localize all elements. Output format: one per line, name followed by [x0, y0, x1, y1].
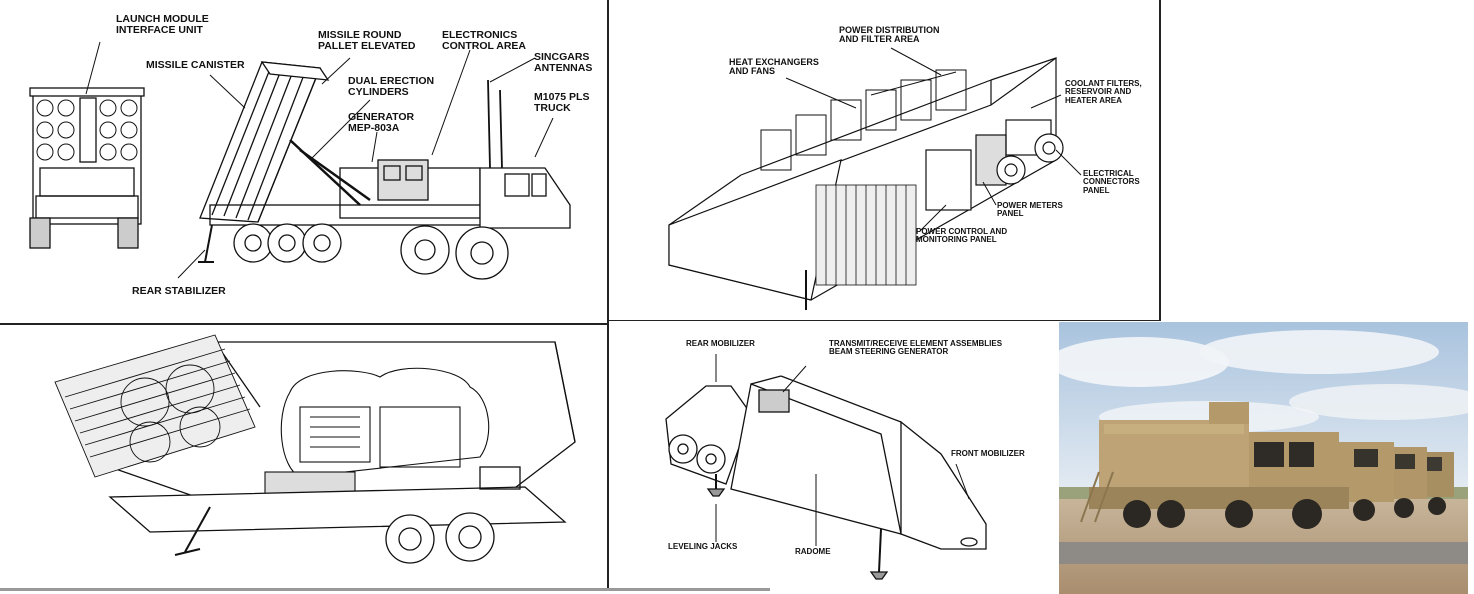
label-rear-stabilizer: REAR STABILIZER: [132, 285, 226, 297]
radar-diagram: REAR MOBILIZER TRANSMIT/RECEIVE ELEMENT …: [611, 324, 1057, 588]
divider-vertical-top: [607, 0, 609, 325]
label-power-meters: POWER METERS PANEL: [997, 201, 1063, 219]
truck-convoy: [1080, 402, 1454, 529]
divider-vertical-bottom: [607, 323, 609, 588]
label-coolant-filters: COOLANT FILTERS, RESERVOIR AND HEATER AR…: [1065, 79, 1142, 105]
generator-trailer-drawing: [54, 334, 576, 564]
radar-drawing: [665, 354, 987, 580]
truck-wheels: [233, 223, 509, 280]
label-power-distribution: POWER DISTRIBUTION AND FILTER AREA: [839, 25, 940, 45]
label-missile-canister: MISSILE CANISTER: [146, 59, 245, 71]
divider-bottom-strip: [0, 588, 770, 591]
label-missile-round-pallet: MISSILE ROUND PALLET ELEVATED: [318, 29, 416, 53]
label-transmit-receive: TRANSMIT/RECEIVE ELEMENT ASSEMBLIES BEAM…: [829, 339, 1003, 357]
label-front-mobilizer: FRONT MOBILIZER: [951, 449, 1025, 458]
divider-ecs-right: [1159, 0, 1161, 321]
ecs-drawing: [668, 47, 1082, 310]
label-power-control: POWER CONTROL AND MONITORING PANEL: [916, 227, 1008, 245]
label-electronics-control-area: ELECTRONICS CONTROL AREA: [442, 29, 526, 53]
launcher-diagram: LAUNCH MODULE INTERFACE UNIT MISSILE CAN…: [0, 0, 607, 323]
label-launch-module-interface-unit: LAUNCH MODULE INTERFACE UNIT: [116, 13, 209, 37]
generator-trailer-diagram: [0, 327, 607, 588]
label-heat-exchangers: HEAT EXCHANGERS AND FANS: [729, 57, 819, 77]
label-leveling-jacks: LEVELING JACKS: [668, 542, 738, 551]
label-dual-erection-cylinders: DUAL ERECTION CYLINDERS: [348, 75, 435, 99]
label-m1075-pls-truck: M1075 PLS TRUCK: [534, 91, 590, 115]
truck-body: [209, 79, 571, 229]
divider-ecs-bottom: [609, 320, 1161, 321]
label-electrical-connectors: ELECTRICAL CONNECTORS PANEL: [1083, 169, 1140, 195]
launch-module-rear-view: [29, 87, 145, 249]
label-rear-mobilizer: REAR MOBILIZER: [686, 339, 755, 348]
ecs-diagram: POWER DISTRIBUTION AND FILTER AREA HEAT …: [611, 0, 1159, 320]
label-radome: RADOME: [795, 547, 831, 556]
vehicle-photo-drawing: [1059, 322, 1468, 594]
label-generator: GENERATOR MEP-803A: [348, 111, 415, 135]
vehicle-photo: [1059, 322, 1468, 594]
label-sincgars-antennas: SINCGARS ANTENNAS: [534, 51, 593, 75]
divider-horizontal-left: [0, 323, 609, 325]
missile-canister: [199, 61, 330, 223]
launcher-drawing: [29, 41, 571, 280]
